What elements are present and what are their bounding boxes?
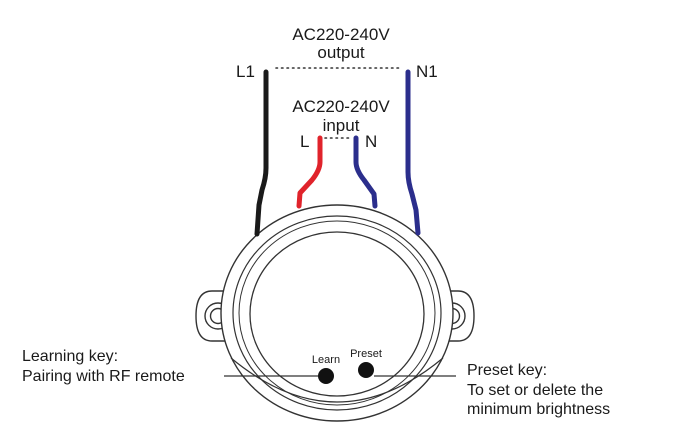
learning-key-desc: Pairing with RF remote [22, 368, 185, 385]
learn-key-button[interactable] [318, 368, 334, 384]
preset-label: Preset [350, 348, 382, 360]
output-voltage: AC220-240V [292, 25, 390, 44]
preset-key-desc-line1: To set or delete the [467, 382, 603, 399]
preset-key-button[interactable] [358, 362, 374, 378]
dimmer-device [195, 204, 475, 422]
housing-outer-ring [220, 204, 454, 422]
preset-key-desc-line2: minimum brightness [467, 401, 610, 418]
wire-n-blue [353, 135, 378, 209]
wire-l1-black [254, 69, 269, 237]
device-buttons: Learn Preset [312, 348, 382, 384]
output-label: output [317, 43, 365, 62]
input-voltage: AC220-240V [292, 97, 390, 116]
terminal-n-label: N [365, 132, 377, 151]
learning-key-title: Learning key: [22, 348, 118, 365]
terminal-n1-label: N1 [416, 62, 438, 81]
wires [254, 67, 421, 237]
learning-key-callout: Learning key: Pairing with RF remote [22, 348, 185, 385]
preset-key-title: Preset key: [467, 362, 547, 379]
housing-inner-ring [249, 231, 425, 397]
preset-key-callout: Preset key: To set or delete the minimum… [467, 362, 610, 418]
terminal-l-label: L [300, 132, 309, 151]
wire-l-red [296, 135, 323, 209]
wire-n1-blue [405, 69, 421, 236]
input-labels: AC220-240V input L N [292, 97, 390, 151]
learn-label: Learn [312, 354, 340, 366]
output-labels: AC220-240V output L1 N1 [236, 25, 438, 81]
input-label: input [323, 116, 360, 135]
terminal-l1-label: L1 [236, 62, 255, 81]
